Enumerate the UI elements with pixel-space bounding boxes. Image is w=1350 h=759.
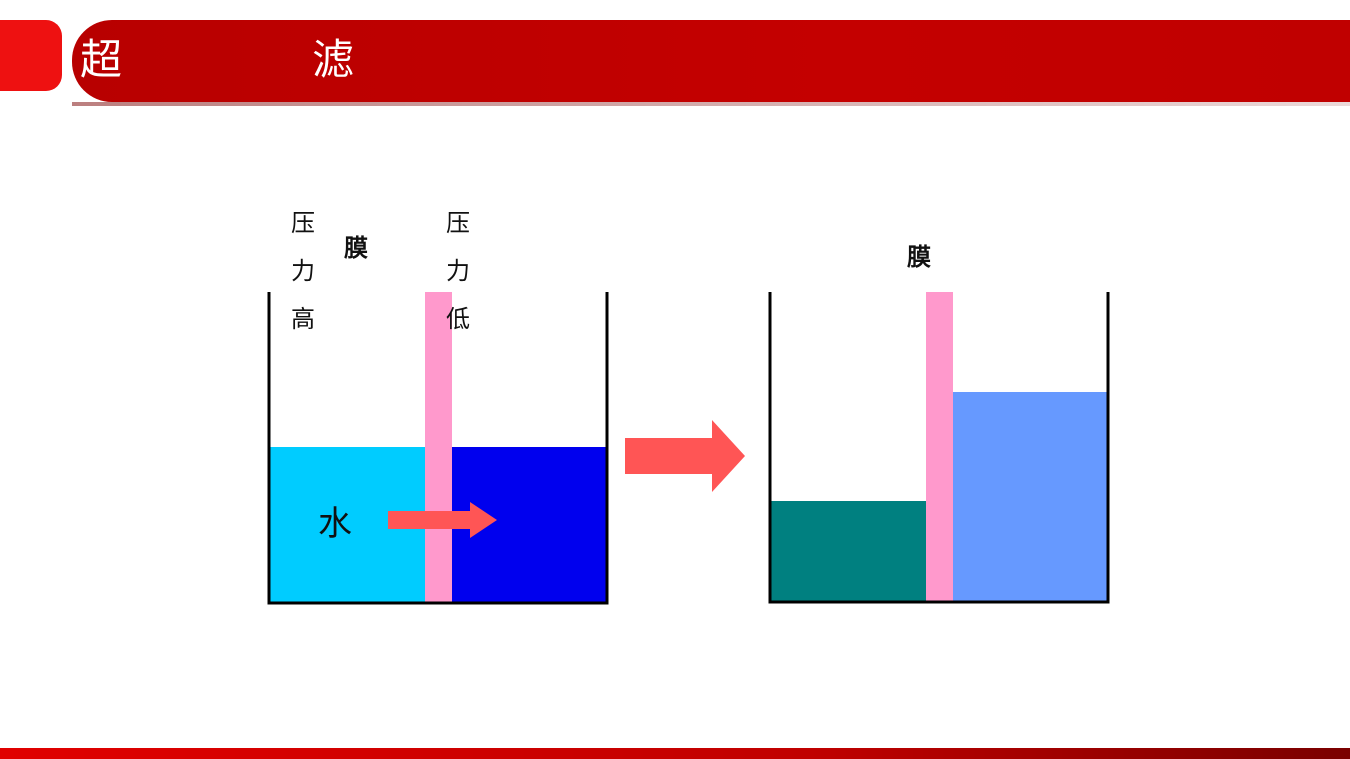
water-label: 水 [318, 504, 352, 544]
right-membrane-label: 膜 [907, 243, 931, 271]
accent-tab [0, 20, 62, 91]
left-membrane-label: 膜 [344, 234, 368, 262]
high-pressure-label: 压力高 [291, 209, 315, 333]
footer-bar [0, 748, 1350, 759]
right-membrane [926, 292, 953, 601]
right-concentrate-liquid [771, 501, 927, 601]
low-pressure-label: 压力低 [446, 209, 470, 333]
right-permeate-liquid [953, 392, 1108, 601]
right-beaker-outline [768, 292, 1110, 604]
left-membrane [425, 292, 452, 603]
page-title: 超 滤 [80, 35, 429, 84]
water-flow-arrow [388, 502, 497, 538]
transition-arrow [625, 420, 745, 492]
title-bar [72, 20, 1350, 106]
left-beaker-outline [267, 292, 609, 605]
